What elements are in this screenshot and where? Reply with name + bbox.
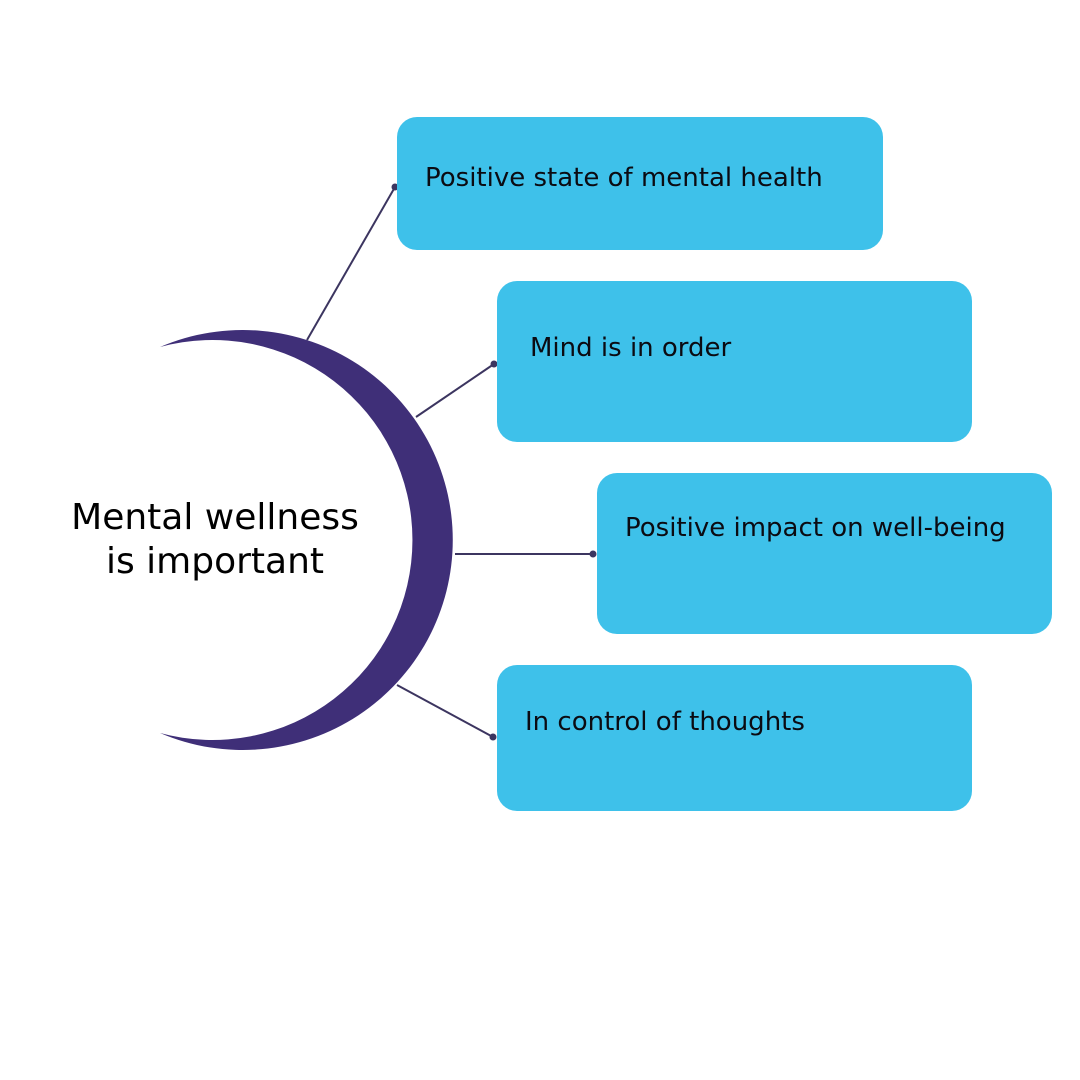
connector-dot-3 [589, 550, 597, 558]
connector-dot-2 [490, 360, 498, 368]
center-title: Mental wellness is important [60, 496, 370, 584]
connector-2 [415, 363, 495, 418]
connector-dot-4 [489, 733, 497, 741]
center-title-line-1: Mental wellness [71, 497, 359, 538]
item-box-4: In control of thoughts [497, 665, 972, 811]
item-box-2: Mind is in order [497, 281, 972, 442]
connector-4 [396, 684, 494, 738]
center-title-line-2: is important [105, 541, 325, 582]
item-box-3: Positive impact on well-being [597, 473, 1052, 634]
item-label-1: Positive state of mental health [425, 163, 823, 193]
connector-dot-1 [391, 183, 399, 191]
item-label-4: In control of thoughts [525, 707, 805, 737]
connector-1 [306, 186, 396, 341]
item-box-1: Positive state of mental health [397, 117, 883, 250]
item-label-2: Mind is in order [530, 333, 732, 363]
connectors [306, 183, 597, 741]
item-label-3: Positive impact on well-being [625, 513, 1006, 543]
